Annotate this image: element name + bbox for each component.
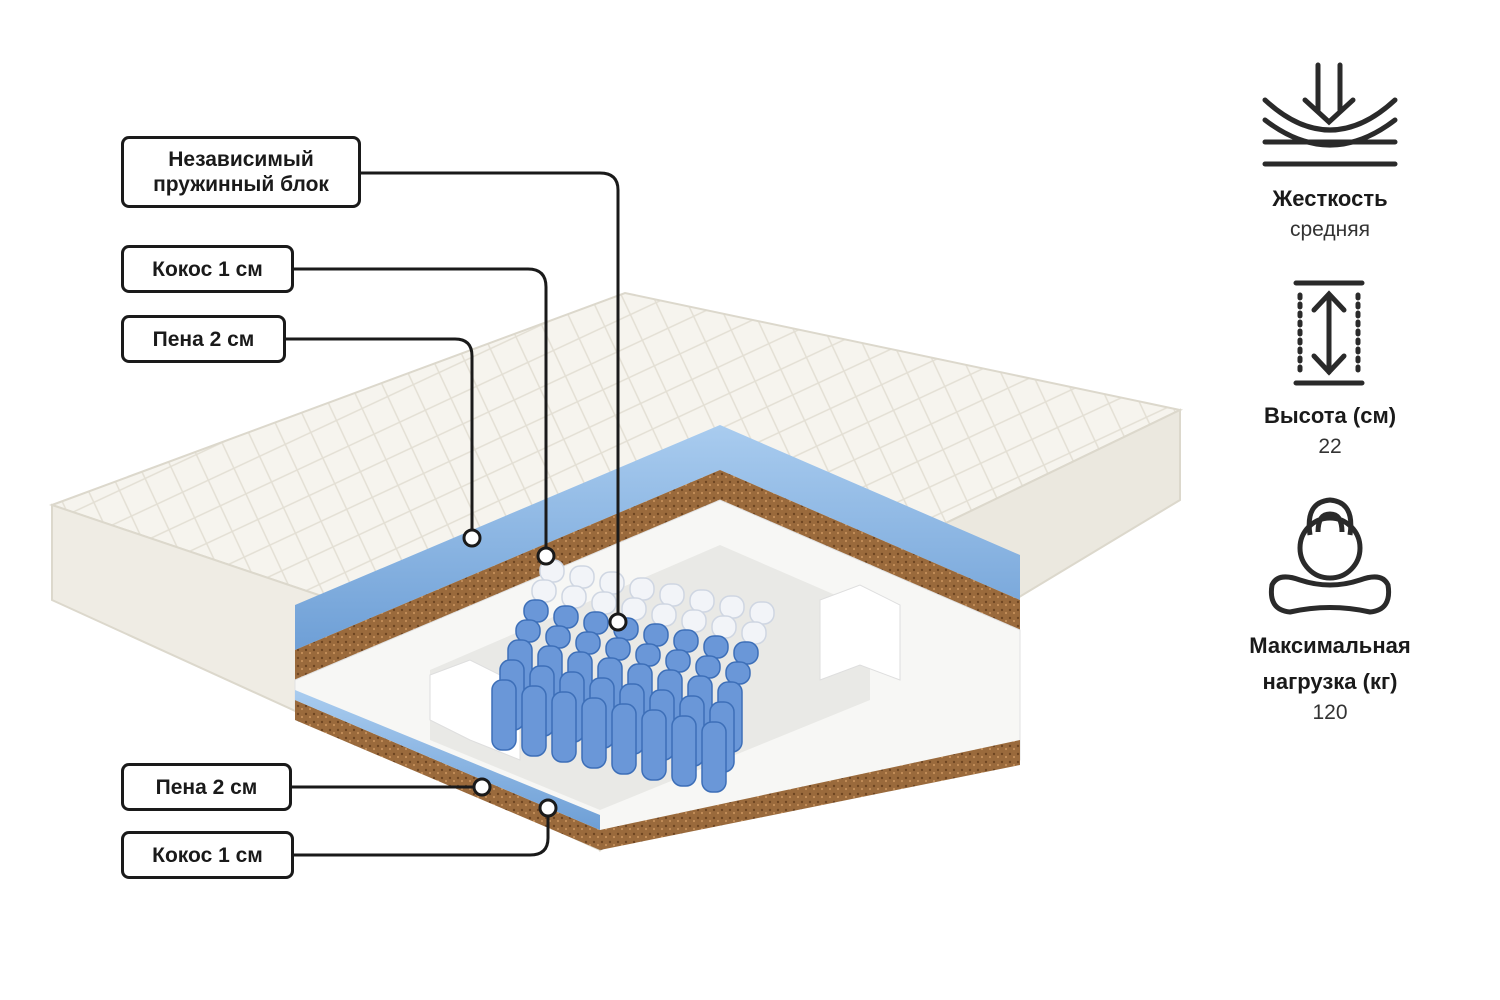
label-coconut-bottom: Кокос 1 см xyxy=(121,831,294,879)
spec-firmness: Жесткость средняя xyxy=(1230,181,1430,243)
spring-coil xyxy=(629,577,655,601)
foam-layer-top xyxy=(295,425,1020,650)
spring-coil xyxy=(523,599,549,623)
spring-coil xyxy=(581,697,607,769)
label-spring-block: Независимый пружинный блок xyxy=(121,136,361,208)
spring-coil xyxy=(695,655,721,679)
spring-coil xyxy=(635,643,661,667)
firmness-icon xyxy=(1262,62,1398,167)
spring-coil xyxy=(605,637,631,661)
spring-coil xyxy=(551,691,577,763)
spring-coil xyxy=(553,605,579,629)
label-coconut-top: Кокос 1 см xyxy=(121,245,294,293)
spring-block xyxy=(491,559,775,793)
leader-lines xyxy=(284,171,620,857)
spring-coil xyxy=(545,625,571,649)
spring-coil xyxy=(711,615,737,639)
spring-coil xyxy=(689,589,715,613)
label-foam-bottom: Пена 2 см xyxy=(121,763,292,811)
spec-height-value: 22 xyxy=(1318,435,1342,458)
spring-coil xyxy=(703,635,729,659)
spring-coil xyxy=(521,685,547,757)
spec-max-load: Максимальная нагрузка (кг) 120 xyxy=(1230,628,1430,726)
spec-firmness-title: Жесткость xyxy=(1272,186,1388,211)
spring-coil xyxy=(531,579,557,603)
spring-coil xyxy=(575,631,601,655)
spring-coil xyxy=(725,661,751,685)
spring-coil xyxy=(641,709,667,781)
spring-coil xyxy=(681,609,707,633)
spring-coil xyxy=(659,583,685,607)
leader-dots xyxy=(462,528,628,818)
spec-firmness-value: средняя xyxy=(1290,218,1370,241)
spring-coil xyxy=(671,715,697,787)
spec-height-title: Высота (см) xyxy=(1263,403,1397,428)
spring-coil xyxy=(665,649,691,673)
height-icon xyxy=(1293,280,1365,386)
spring-coil xyxy=(591,591,617,615)
spring-coil xyxy=(569,565,595,589)
coconut-layer-top xyxy=(295,470,1020,680)
spring-coil xyxy=(673,629,699,653)
spring-coil xyxy=(611,703,637,775)
spec-max-load-value: 120 xyxy=(1312,701,1348,724)
spring-coil xyxy=(749,601,775,625)
spring-coil xyxy=(599,571,625,595)
foam-layer-bottom xyxy=(295,690,600,830)
spring-coil xyxy=(741,621,767,645)
spring-coil xyxy=(515,619,541,643)
kettlebell-icon xyxy=(1268,497,1392,615)
spring-coil xyxy=(491,679,517,751)
spring-coil xyxy=(583,611,609,635)
spring-coil xyxy=(701,721,727,793)
spring-coil xyxy=(719,595,745,619)
spring-coil xyxy=(651,603,677,627)
spec-max-load-title: Максимальная нагрузка (кг) xyxy=(1249,633,1411,694)
spring-coil xyxy=(561,585,587,609)
spec-height: Высота (см) 22 xyxy=(1230,398,1430,460)
coconut-layer-bottom xyxy=(295,700,1020,850)
spring-coil xyxy=(733,641,759,665)
spring-coil xyxy=(643,623,669,647)
label-foam-top: Пена 2 см xyxy=(121,315,286,363)
